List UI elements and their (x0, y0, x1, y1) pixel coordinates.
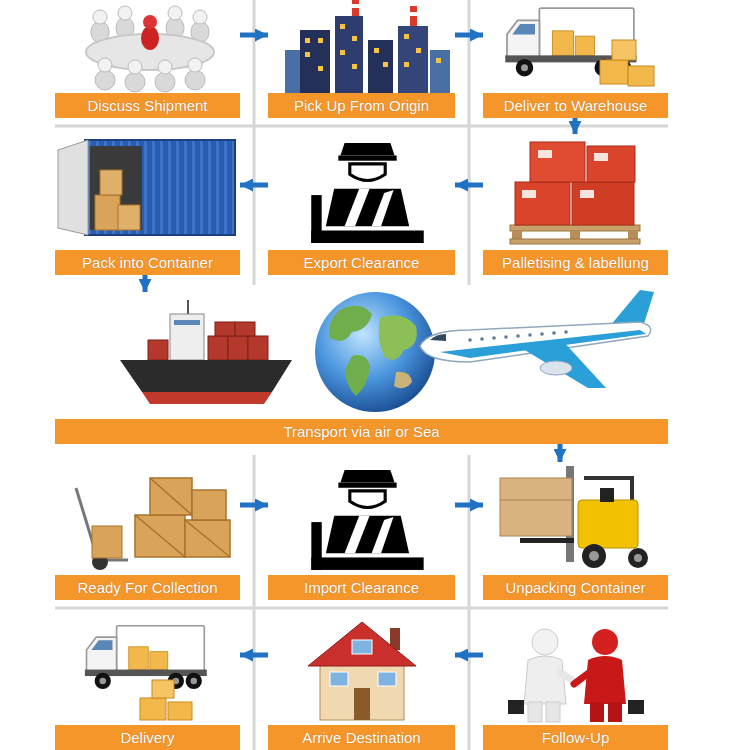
step-box: Export Clearance (268, 134, 455, 275)
step-box: Arrive Destination (268, 616, 455, 750)
step-box: Unpacking Container (483, 462, 668, 600)
container-illustration (58, 140, 235, 235)
flow-arrow (143, 275, 148, 292)
step-label: Follow-Up (483, 725, 668, 750)
flow-arrow (240, 503, 268, 508)
customs-officer-icon (311, 470, 423, 570)
flow-arrow (573, 118, 578, 134)
forklift-illustration (500, 466, 648, 568)
city-illustration (285, 0, 450, 93)
step-box: Discuss Shipment (55, 0, 240, 118)
ship-illustration (120, 300, 292, 404)
handshake-illustration (508, 629, 644, 722)
flow-arrow (455, 503, 483, 508)
step-box: Deliver to Warehouse (483, 0, 668, 118)
flow-arrow (455, 653, 483, 658)
step-box: Follow-Up (483, 616, 668, 750)
plane-illustration (420, 290, 654, 388)
flow-arrow (558, 444, 563, 462)
step-label: Transport via air or Sea (55, 419, 668, 444)
pallet-illustration (510, 142, 640, 244)
grid-lines (55, 0, 668, 750)
step-box: Transport via air or Sea (55, 292, 668, 444)
truck-illustration (85, 626, 207, 720)
step-box: Ready For Collection (55, 462, 240, 600)
step-label: Arrive Destination (268, 725, 455, 750)
customs-officer-icon (311, 143, 424, 243)
step-label: Import Clearance (268, 575, 455, 600)
meeting-illustration (86, 6, 214, 92)
flow-arrow (455, 33, 483, 38)
flow-arrow (455, 183, 483, 188)
step-box: Pick Up From Origin (268, 0, 455, 118)
step-label: Pick Up From Origin (268, 93, 455, 118)
step-label: Ready For Collection (55, 575, 240, 600)
step-box: Pack into Container (55, 134, 240, 275)
step-label: Pack into Container (55, 250, 240, 275)
step-label: Unpacking Container (483, 575, 668, 600)
flow-arrow (240, 653, 268, 658)
step-box: Import Clearance (268, 462, 455, 600)
step-box: Delivery (55, 616, 240, 750)
flow-arrow (240, 33, 268, 38)
flow-arrow (240, 183, 268, 188)
step-box: Palletising & labellung (483, 134, 668, 275)
step-label: Deliver to Warehouse (483, 93, 668, 118)
step-label: Delivery (55, 725, 240, 750)
step-label: Export Clearance (268, 250, 455, 275)
house-illustration (308, 622, 416, 720)
truck-illustration (505, 8, 654, 86)
step-label: Discuss Shipment (55, 93, 240, 118)
hand-truck-illustration (76, 478, 230, 570)
globe-illustration (315, 292, 435, 412)
step-label: Palletising & labellung (483, 250, 668, 275)
